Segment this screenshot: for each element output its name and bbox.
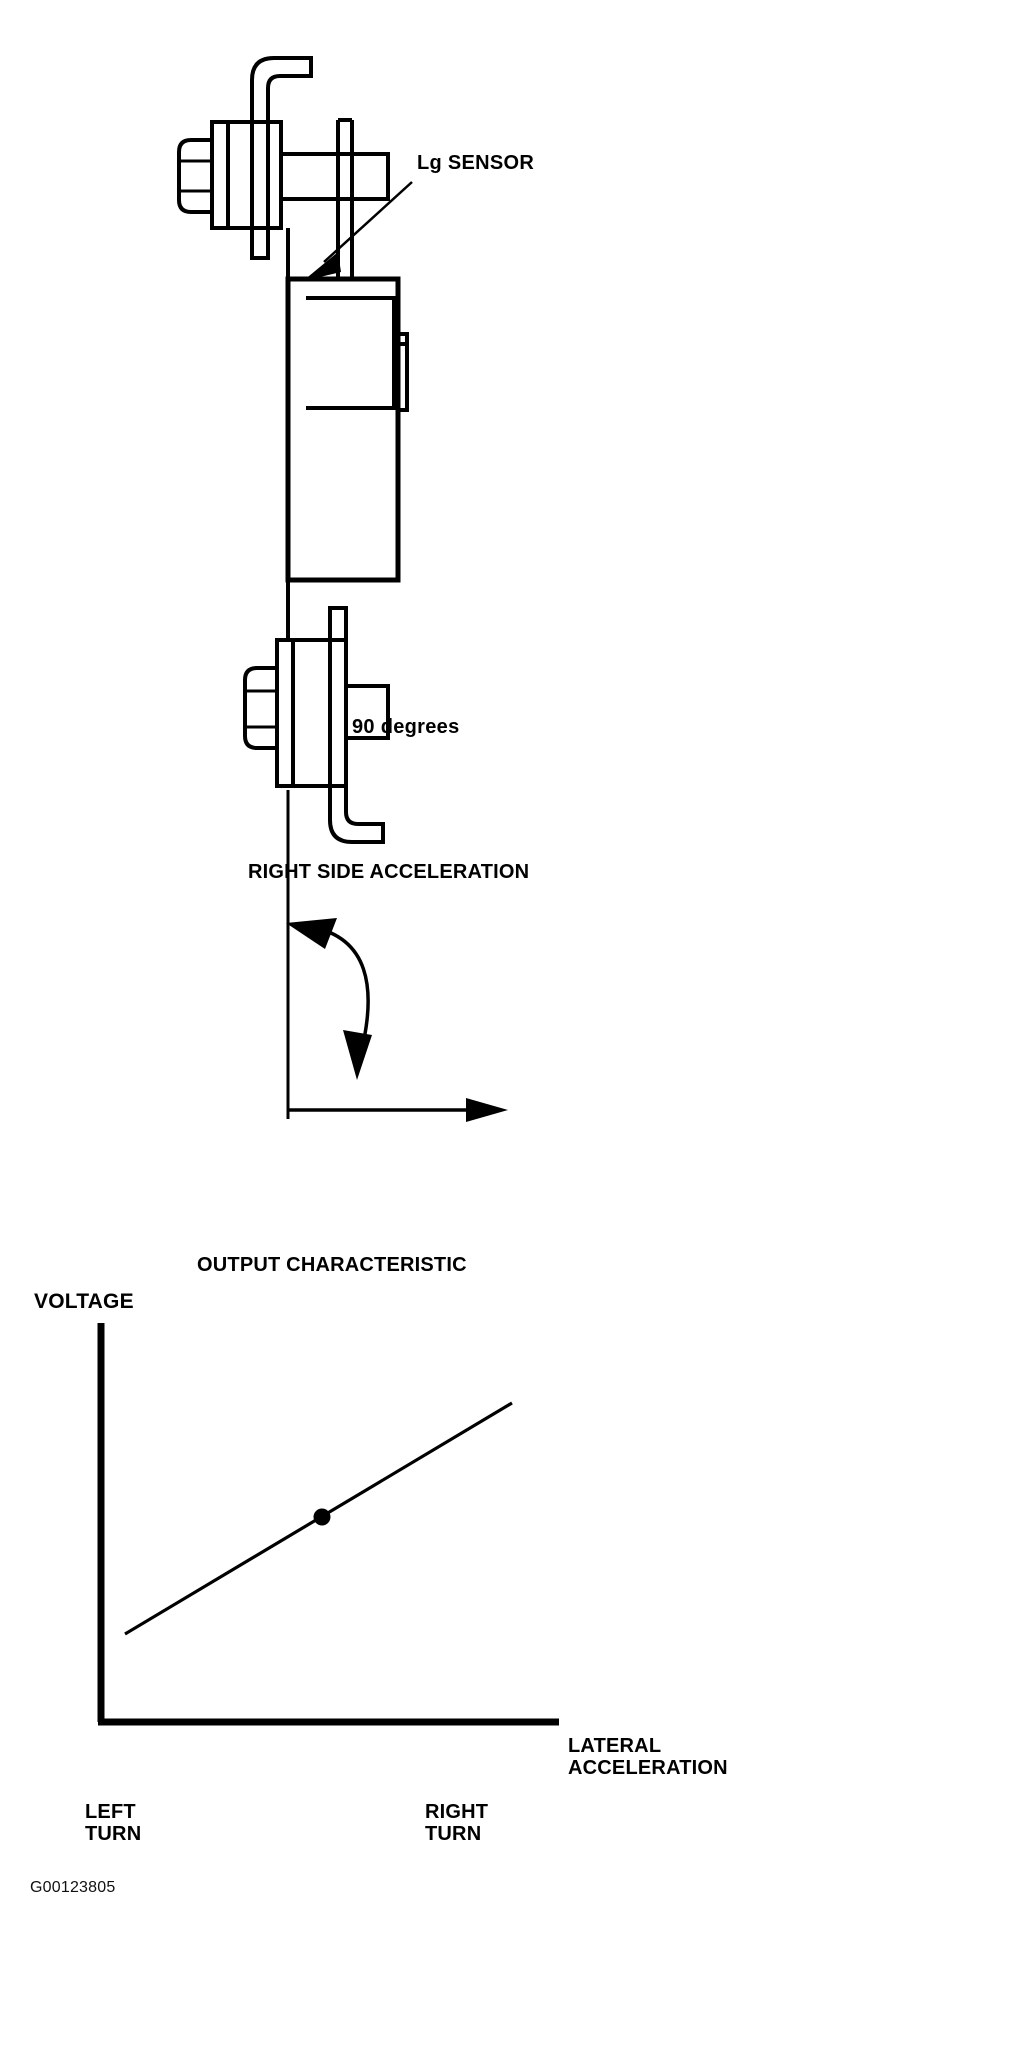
left-turn-line1: LEFT [85,1801,136,1823]
figure-id-label: G00123805 [30,1879,116,1896]
right-turn-line1: RIGHT [425,1801,489,1823]
lg-sensor-leader-line [303,181,413,281]
ninety-degrees-label: 90 degrees [352,716,460,738]
lower-bolt-head [243,666,279,750]
lg-sensor-callout-label: Lg SENSOR [417,152,535,174]
right-side-acceleration-label: RIGHT SIDE ACCELERATION [248,861,530,883]
upper-wire-tab [250,56,313,260]
right-turn-line2: TURN [425,1823,482,1846]
chart-y-axis-label: VOLTAGE [34,1290,134,1313]
connector-shell [306,296,396,410]
chart-x-axis-label-line2: ACCELERATION [568,1757,728,1780]
chart-nominal-point [313,1508,331,1526]
left-turn-line2: TURN [85,1823,142,1846]
chart-x-axis-label-line1: LATERAL [568,1735,662,1757]
chart-title: OUTPUT CHARACTERISTIC [197,1254,467,1276]
lower-wire-tab [328,606,385,844]
acceleration-axis-arrow [288,1098,508,1122]
sensor-body-bottom-edge [286,578,398,640]
upper-bolt-head [177,138,214,214]
upper-bolt-shank [281,152,390,201]
angle-arc-double-arrow [286,918,372,1080]
lower-bolt-shank [346,684,390,740]
